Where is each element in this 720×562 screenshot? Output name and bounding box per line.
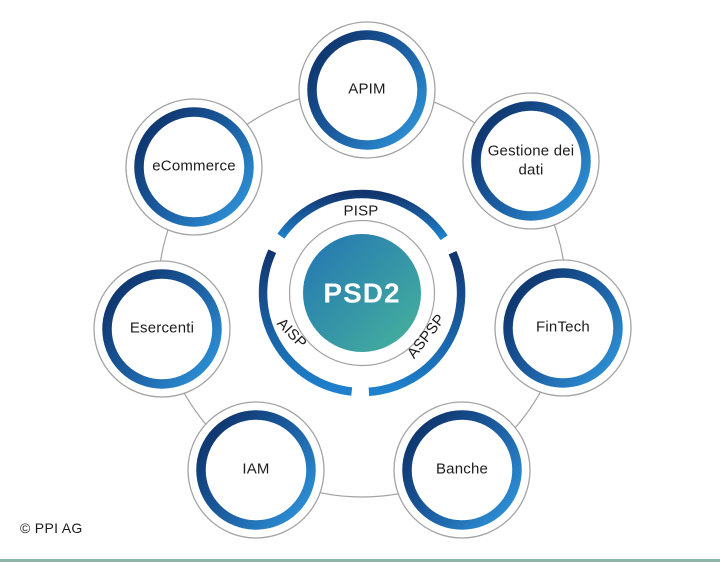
satellite-apim-ring	[307, 30, 427, 150]
satellite-gestione-label: Gestione dei dati	[487, 142, 575, 178]
satellite-esercenti-label: Esercenti	[129, 319, 195, 337]
center-arc-segment-right	[368, 250, 466, 397]
satellite-iam-label: IAM	[242, 460, 270, 478]
satellite-ecommerce-ring	[134, 107, 254, 227]
copyright-text: © PPI AG	[20, 520, 83, 536]
center-arc-segment-top	[277, 189, 448, 241]
satellite-ecommerce-label: eCommerce	[152, 157, 236, 175]
ring-label-pisp: PISP	[343, 202, 379, 220]
satellite-gestione-ring	[471, 101, 591, 221]
satellite-banche-ring	[402, 410, 522, 530]
center-node	[258, 189, 466, 397]
satellite-gestione-dei-dati	[462, 92, 600, 230]
satellite-apim-label: APIM	[348, 80, 386, 98]
satellite-banche-label: Banche	[435, 460, 489, 478]
center-label: PSD2	[323, 277, 401, 309]
bottom-accent-bar	[0, 559, 720, 562]
satellite-fintech-ring	[503, 268, 623, 388]
satellite-iam-ring	[196, 410, 316, 530]
satellite-fintech	[494, 259, 632, 397]
center-gradient-circle	[303, 234, 421, 352]
satellite-iam	[187, 401, 325, 539]
satellite-ecommerce	[125, 98, 263, 236]
satellite-apim	[298, 21, 436, 159]
center-arc-segment-left	[258, 249, 353, 396]
satellite-esercenti-ring	[102, 269, 222, 389]
satellite-banche	[393, 401, 531, 539]
satellite-esercenti	[93, 260, 231, 398]
satellite-fintech-label: FinTech	[536, 318, 590, 336]
